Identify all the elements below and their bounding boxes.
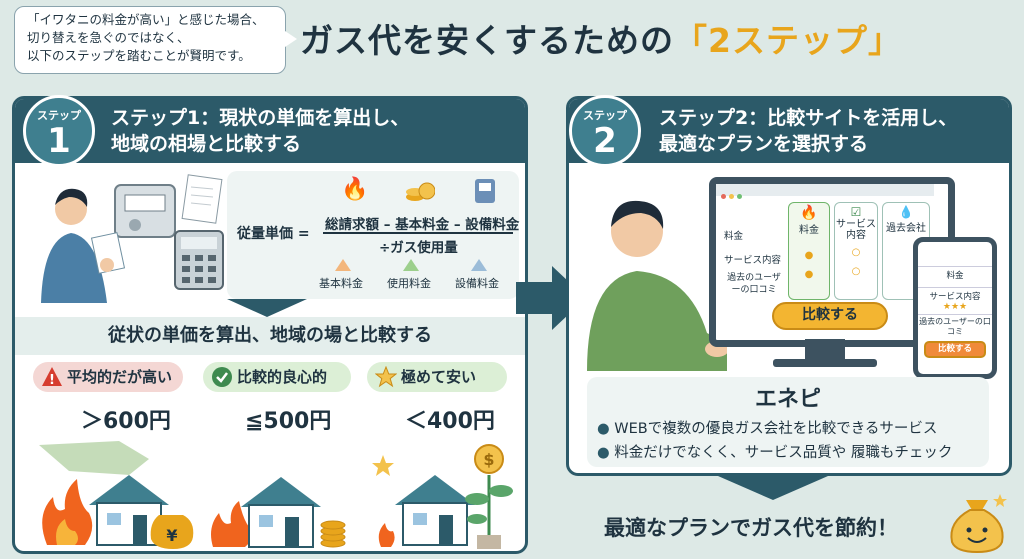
comparison-column[interactable]: 🔥 料金 ● ● bbox=[788, 202, 830, 300]
page-title-main: ガス代を安くするための bbox=[300, 21, 674, 60]
warning-icon: ! bbox=[41, 366, 63, 388]
step2-badge-num: 2 bbox=[593, 121, 617, 161]
step2-header: ステップ2：比較サイトを活用し、 最適なプランを選択する bbox=[569, 99, 1009, 163]
enepi-bullet: ● 料金だけでなくく、サービス品質や 履職もチェック bbox=[597, 441, 952, 462]
tier-pill-low: 極めて安い bbox=[367, 362, 507, 392]
browser-bar bbox=[716, 184, 934, 199]
house-high-illustration: ¥ bbox=[39, 441, 194, 549]
rating-dot-icon: ● bbox=[804, 269, 814, 280]
house-low-illustration: $ bbox=[372, 444, 513, 549]
svg-text:!: ! bbox=[49, 373, 55, 388]
monitor-stand bbox=[805, 339, 845, 361]
phone-compare-button[interactable]: 比較する bbox=[924, 341, 986, 358]
column-header: 過去会社 bbox=[886, 223, 926, 234]
phone-screen: 料金 サービス内容 ★★★ 過去のユーザーの口コミ 比較する bbox=[913, 237, 997, 379]
table-row-label: 料金 bbox=[724, 231, 744, 242]
step1-panel: ステップ1：現状の単価を算出し、 地域の相場と比較する ステップ 1 🔥 従量単… bbox=[12, 95, 528, 554]
window-dot-icon bbox=[737, 194, 742, 199]
rating-stars-icon: ★★★ bbox=[942, 302, 968, 312]
formula-label: 基本料金 bbox=[319, 277, 363, 290]
column-header: 料金 bbox=[799, 225, 819, 236]
step1-header: ステップ1：現状の単価を算出し、 地域の相場と比較する bbox=[15, 99, 525, 163]
triangle-icon bbox=[403, 259, 419, 271]
formula-label: 使用料金 bbox=[387, 277, 431, 290]
table-row-label: 過去のユーザーの口コミ bbox=[727, 273, 781, 295]
tier-label: 極めて安い bbox=[401, 368, 477, 386]
tier-pill-medium: 比較的良心的 bbox=[203, 362, 351, 392]
step2-badge: ステップ 2 bbox=[569, 95, 641, 167]
step2-badge-label: ステップ bbox=[583, 109, 627, 122]
step2-panel: ステップ2：比較サイトを活用し、 最適なプランを選択する ステップ 2 料金 サ… bbox=[566, 95, 1012, 476]
page-title: ガス代を安くするための「2ステップ」 bbox=[300, 14, 902, 62]
window-dot-icon bbox=[729, 194, 734, 199]
bullet-dot-icon: ● bbox=[597, 421, 610, 437]
tier-price: ＞600円 bbox=[81, 409, 171, 434]
formula-lhs: 従量単価 = bbox=[237, 226, 310, 242]
tier-label: 比較的良心的 bbox=[237, 368, 328, 386]
step1-strip: 従状の単価を算出、地域の場と比較する bbox=[15, 317, 525, 355]
formula-box: 🔥 従量単価 = 総請求額 – 基本料金 – 設備料金 ÷ガス使用量 基本料金 … bbox=[227, 171, 519, 299]
meter-icon bbox=[475, 179, 495, 203]
formula-denominator: ÷ガス使用量 bbox=[379, 240, 458, 256]
tier-price: ＜400円 bbox=[405, 409, 495, 434]
tier-pill-high: ! 平均的だが高い bbox=[33, 362, 183, 392]
house-medium-illustration bbox=[211, 477, 346, 548]
rating-circle-icon: ○ bbox=[851, 247, 861, 258]
comparison-column[interactable]: ☑ サービス内容 ○ ○ bbox=[834, 202, 878, 300]
enepi-bullet-text: WEBで複数の優良ガス会社を比較できるサービス bbox=[614, 421, 938, 437]
person-meter-illustration bbox=[41, 174, 224, 303]
phone-row-label: 料金 bbox=[918, 266, 992, 281]
column-header: サービス内容 bbox=[836, 219, 876, 241]
money-bag-smile-icon bbox=[950, 494, 1007, 554]
rating-dot-icon: ● bbox=[804, 250, 814, 261]
monitor-base bbox=[773, 359, 877, 367]
phone-row-label: サービス内容 bbox=[918, 287, 992, 302]
intro-line: 「イワタニの料金が高い」と感じた場合、 bbox=[27, 12, 265, 27]
page-title-accent: 「2ステップ」 bbox=[674, 21, 902, 60]
step2-title-line2: 最適なプランを選択する bbox=[659, 133, 869, 155]
window-dot-icon bbox=[721, 194, 726, 199]
compare-button[interactable]: 比較する bbox=[772, 302, 888, 330]
step1-badge: ステップ 1 bbox=[23, 95, 95, 167]
step1-title-line1: ステップ1：現状の単価を算出し、 bbox=[111, 107, 410, 129]
star-icon bbox=[374, 365, 398, 388]
fire-icon: 🔥 bbox=[800, 205, 818, 221]
down-arrow-icon bbox=[718, 476, 828, 500]
triangle-icon bbox=[471, 259, 487, 271]
formula-numerator: 総請求額 – 基本料金 – 設備料金 bbox=[325, 217, 520, 233]
enepi-bullet: ● WEBで複数の優良ガス会社を比較できるサービス bbox=[597, 417, 937, 438]
formula-label: 設備料金 bbox=[455, 277, 499, 290]
step1-badge-num: 1 bbox=[47, 121, 71, 161]
table-row-label: サービス内容 bbox=[724, 255, 782, 266]
step1-title-line2: 地域の相場と比較する bbox=[111, 133, 302, 155]
enepi-box: エネピ ● WEBで複数の優良ガス会社を比較できるサービス ● 料金だけでなくく… bbox=[587, 377, 989, 467]
intro-line: 以下のステップを踏むことが賢明です。 bbox=[27, 48, 251, 63]
check-circle-icon bbox=[211, 366, 233, 388]
triangle-icon bbox=[335, 259, 351, 271]
phone-row-label: 過去のユーザーの口コミ bbox=[918, 314, 992, 337]
svg-text:¥: ¥ bbox=[166, 526, 177, 545]
step1-badge-label: ステップ bbox=[37, 109, 81, 122]
intro-bubble: 「イワタニの料金が高い」と感じた場合、 切り替えを急ぐのではなく、 以下のステッ… bbox=[14, 6, 297, 74]
svg-text:$: $ bbox=[483, 450, 494, 469]
down-arrow-icon bbox=[227, 299, 307, 317]
tier-label: 平均的だが高い bbox=[67, 368, 173, 386]
step2-title-line1: ステップ2：比較サイトを活用し、 bbox=[659, 107, 958, 129]
rating-circle-icon: ○ bbox=[851, 266, 861, 277]
water-drop-icon: 💧 bbox=[898, 205, 914, 219]
fire-icon: 🔥 bbox=[341, 177, 369, 202]
tier-price: ≦500円 bbox=[245, 409, 332, 434]
fraction-line bbox=[323, 232, 513, 234]
coins-icon bbox=[406, 182, 435, 201]
bullet-dot-icon: ● bbox=[597, 445, 610, 461]
checklist-icon: ☑ bbox=[850, 205, 862, 219]
footer-message: 最適なプランでガス代を節約！ bbox=[604, 516, 898, 540]
person-computer-illustration bbox=[587, 200, 727, 371]
intro-line: 切り替えを急ぐのではなく、 bbox=[27, 30, 190, 45]
enepi-title: エネピ bbox=[754, 387, 821, 412]
enepi-bullet-text: 料金だけでなくく、サービス品質や 履職もチェック bbox=[614, 445, 953, 461]
